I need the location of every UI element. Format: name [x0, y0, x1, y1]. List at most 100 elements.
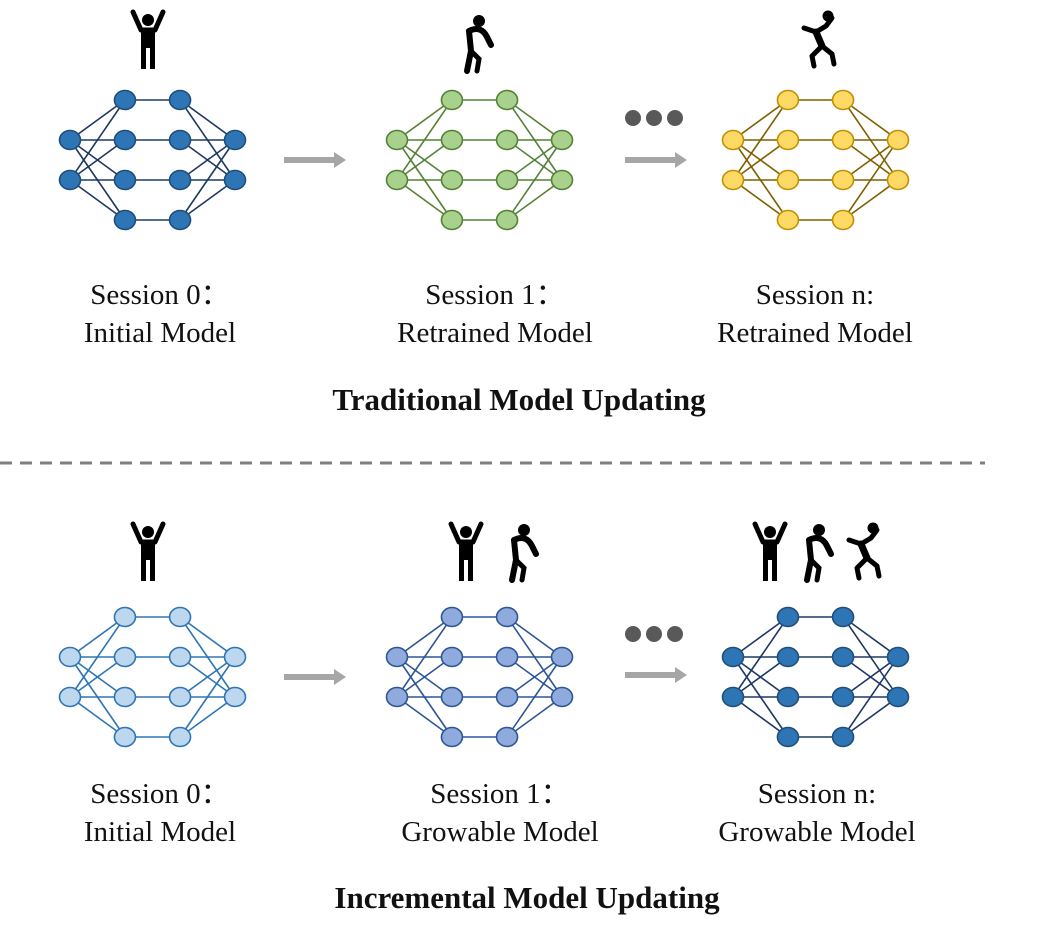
network-edge	[179, 99, 236, 141]
network-node	[495, 89, 519, 111]
network-node	[440, 606, 464, 628]
network-edge	[506, 179, 563, 221]
network-edge	[69, 616, 126, 698]
top-network-1-edges	[396, 99, 563, 221]
network-node	[168, 726, 192, 748]
network-node	[776, 89, 800, 111]
network-node	[721, 169, 745, 191]
network-node	[831, 169, 855, 191]
network-edge	[179, 139, 236, 181]
network-node	[776, 646, 800, 668]
network-edge	[69, 139, 126, 181]
bottom-stage-2-label: Session n: Growable Model	[697, 775, 937, 851]
top-ellipsis	[625, 110, 683, 126]
network-edge	[179, 656, 236, 698]
person-arms-up-icon	[752, 521, 788, 581]
network-node	[58, 169, 82, 191]
top-network-1-nodes	[385, 89, 574, 231]
bottom-network-0	[58, 606, 247, 748]
network-edge	[69, 179, 126, 221]
network-node	[776, 169, 800, 191]
network-node	[113, 726, 137, 748]
top-arrow-0	[284, 152, 346, 168]
bottom-network-2-nodes	[721, 606, 910, 748]
network-node	[113, 129, 137, 151]
top-network-2-edges	[732, 99, 899, 221]
network-node	[721, 686, 745, 708]
network-node	[168, 646, 192, 668]
top-network-1	[385, 89, 574, 231]
person-arms-up-icon	[130, 9, 166, 69]
network-edge	[396, 99, 453, 141]
network-node	[440, 89, 464, 111]
network-edge	[179, 696, 236, 738]
network-node	[168, 209, 192, 231]
network-edge	[506, 99, 563, 141]
top-arrow-1	[625, 152, 687, 168]
network-edge	[396, 139, 453, 181]
network-node	[831, 646, 855, 668]
network-edge	[732, 139, 789, 181]
top-stage-2-line2: Retrained Model	[717, 317, 913, 349]
person-dancing-icon	[846, 522, 882, 581]
ellipsis-dot	[646, 110, 662, 126]
network-edge	[69, 99, 126, 141]
network-edge	[69, 696, 126, 738]
network-node	[886, 169, 910, 191]
network-node	[495, 726, 519, 748]
network-node	[113, 646, 137, 668]
network-node	[495, 209, 519, 231]
network-node	[440, 209, 464, 231]
network-edge	[842, 616, 899, 658]
network-node	[58, 646, 82, 668]
network-edge	[842, 656, 899, 698]
person-bending-icon	[464, 15, 494, 74]
bottom-stage-1-label: Session 1： Growable Model	[380, 775, 620, 851]
figure-layer	[130, 9, 882, 583]
bottom-arrow-1	[625, 667, 687, 683]
network-edge	[842, 99, 899, 141]
network-edge	[732, 656, 789, 698]
network-node	[831, 726, 855, 748]
network-node	[721, 646, 745, 668]
network-node	[440, 726, 464, 748]
bottom-network-0-nodes	[58, 606, 247, 748]
network-node	[440, 129, 464, 151]
network-node	[223, 646, 247, 668]
bottom-section-title: Incremental Model Updating	[334, 880, 720, 915]
network-node	[113, 606, 137, 628]
ellipsis-dot	[625, 626, 641, 642]
network-node	[776, 209, 800, 231]
network-edge	[396, 99, 453, 181]
top-section-title: Traditional Model Updating	[332, 382, 706, 417]
network-node	[495, 686, 519, 708]
network-node	[495, 169, 519, 191]
top-stage-2-label: Session n: Retrained Model	[695, 276, 935, 352]
network-node	[168, 129, 192, 151]
network-edge	[179, 656, 236, 738]
network-node	[831, 129, 855, 151]
network-edge	[69, 656, 126, 698]
network-edge	[506, 656, 563, 698]
ellipsis-dot	[625, 110, 641, 126]
top-network-2	[721, 89, 910, 231]
person-dancing-icon	[801, 10, 837, 69]
network-edge	[732, 616, 789, 698]
network-node	[495, 129, 519, 151]
network-edge	[506, 696, 563, 738]
network-node	[58, 129, 82, 151]
network-edge	[69, 99, 126, 181]
top-stage-1-line2: Retrained Model	[397, 317, 593, 349]
network-node	[113, 169, 137, 191]
network-node	[385, 129, 409, 151]
network-edge	[842, 139, 899, 221]
network-edge	[506, 139, 563, 221]
person-bending-icon	[509, 524, 539, 583]
network-edge	[179, 616, 236, 658]
network-node	[776, 129, 800, 151]
top-network-0-edges	[69, 99, 236, 221]
bottom-network-1-edges	[396, 616, 563, 738]
network-layer	[58, 89, 910, 748]
top-stage-1-line1: Session 1：	[425, 279, 565, 311]
bottom-network-2-edges	[732, 616, 899, 738]
